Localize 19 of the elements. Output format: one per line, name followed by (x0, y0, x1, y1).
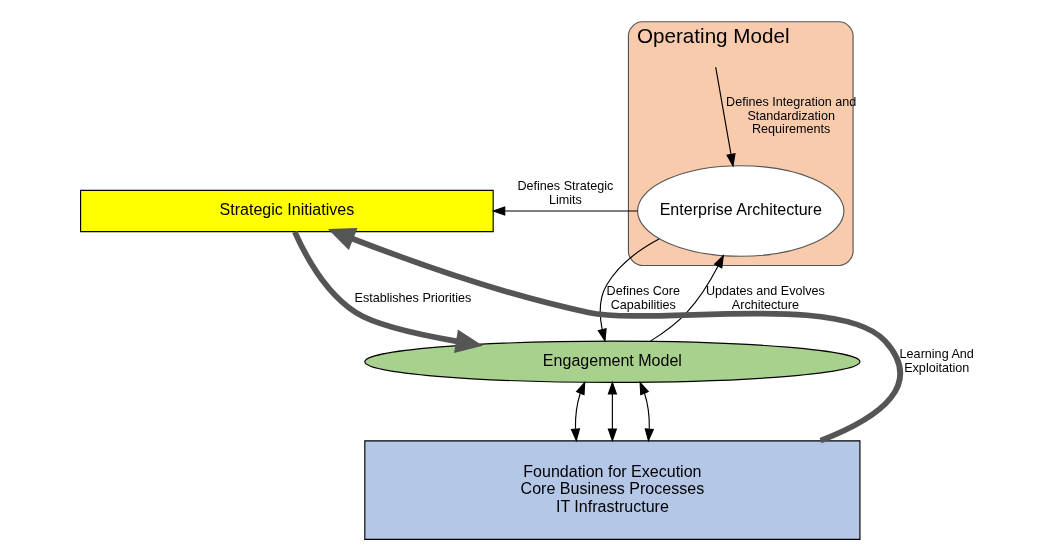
node-box: Strategic Initiatives (79, 189, 494, 233)
edge-label: Defines Integration and Standardization Requirements (725, 94, 856, 137)
edge-label: Defines Strategic Limits (516, 179, 613, 207)
arrow (491, 206, 638, 216)
edge-label: Learning And Exploitation (899, 347, 974, 375)
arrow (649, 254, 724, 342)
node-ellipse: Enterprise Architecture (636, 165, 844, 257)
arrow (596, 238, 660, 343)
arrow (607, 380, 617, 443)
arrow (291, 230, 483, 353)
arrow (638, 380, 654, 443)
arrow (714, 66, 736, 168)
edge-label: Establishes Priorities (354, 290, 471, 305)
arrow (570, 380, 585, 443)
arrow (327, 227, 903, 444)
node-box: Foundation for Execution Core Business Processes IT Infrastructure (363, 440, 861, 540)
node-ellipse: Engagement Model (363, 340, 861, 383)
edge-label: Defines Core Capabilities (606, 284, 680, 312)
edge-label: Updates and Evolves Architecture (705, 284, 825, 312)
